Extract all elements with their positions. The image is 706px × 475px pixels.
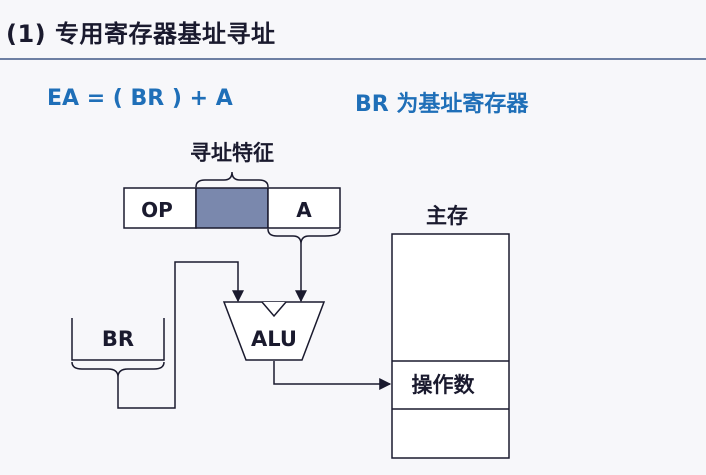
title-divider [0, 58, 706, 60]
operand-label: 操作数 [412, 373, 476, 397]
alu-notch [261, 301, 287, 318]
ea-formula: EA = ( BR ) + A [47, 86, 233, 111]
feature-brace [195, 171, 269, 188]
alu-label: ALU [251, 327, 297, 351]
br-note: BR 为基址寄存器 [355, 92, 529, 117]
br-brace [71, 361, 165, 378]
a-field [267, 187, 341, 229]
slide-title: (1) 专用寄存器基址寻址 [6, 20, 276, 48]
br-label: BR [102, 327, 134, 351]
alu-to-memory-arrow [273, 361, 392, 390]
addressing-feature-label: 寻址特征 [190, 141, 274, 165]
op-label: OP [141, 198, 173, 222]
a-field-brace [267, 228, 341, 245]
br-register [71, 318, 165, 361]
main-memory [391, 233, 510, 459]
addressing-feature-field [195, 187, 269, 229]
a-label: A [296, 198, 312, 222]
alu-unit [222, 301, 326, 361]
main-memory-label: 主存 [426, 204, 468, 228]
br-to-alu-arrow [117, 261, 244, 409]
